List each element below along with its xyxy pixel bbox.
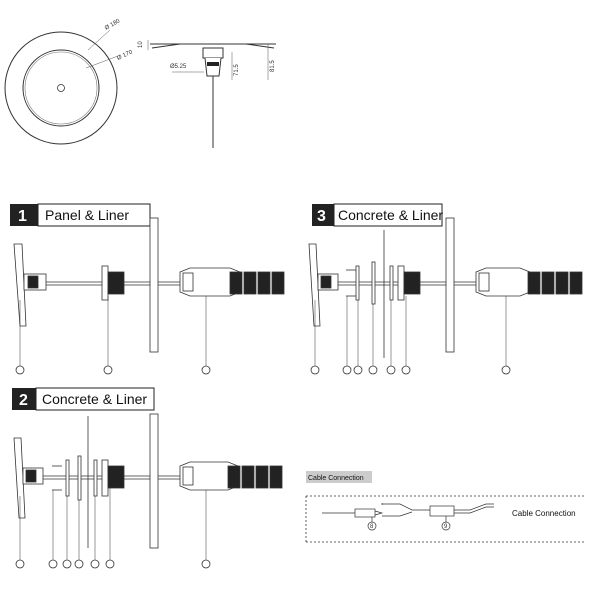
cable-connection-label: Cable Connection [512, 509, 576, 518]
dim-total: 81.5 [270, 60, 276, 72]
lamp-front-view [4, 29, 119, 145]
cable-connection: Cable Connection 8 9 Cable Connection [305, 471, 586, 543]
dim-outer-diameter: Ø 180 [104, 18, 122, 32]
dim-thickness: 10 [138, 41, 144, 48]
section-3-label: 3 Concrete & Liner [312, 203, 443, 227]
section-2-title: Concrete & Liner [42, 391, 147, 407]
section-3-number: 3 [317, 208, 326, 225]
callout-a: 8 [370, 524, 374, 530]
callout-b: 9 [444, 524, 448, 530]
section-2-number: 2 [19, 392, 28, 409]
section-2-label: 2 Concrete & Liner [12, 387, 155, 411]
section-1-assembly [13, 217, 285, 375]
dim-inner-diameter: Ø 170 [116, 49, 134, 62]
section-1-label: 1 Panel & Liner [10, 203, 151, 227]
lamp-side-view [147, 40, 276, 148]
section-1-number: 1 [18, 208, 27, 225]
section-1-title: Panel & Liner [45, 207, 129, 223]
section-3-assembly [308, 217, 583, 375]
dim-depth: 71.5 [234, 64, 240, 76]
cable-connection-header: Cable Connection [308, 475, 364, 482]
section-2-assembly [13, 413, 283, 569]
section-3-title: Concrete & Liner [338, 207, 443, 223]
dim-base: Ø5.25 [170, 64, 187, 70]
